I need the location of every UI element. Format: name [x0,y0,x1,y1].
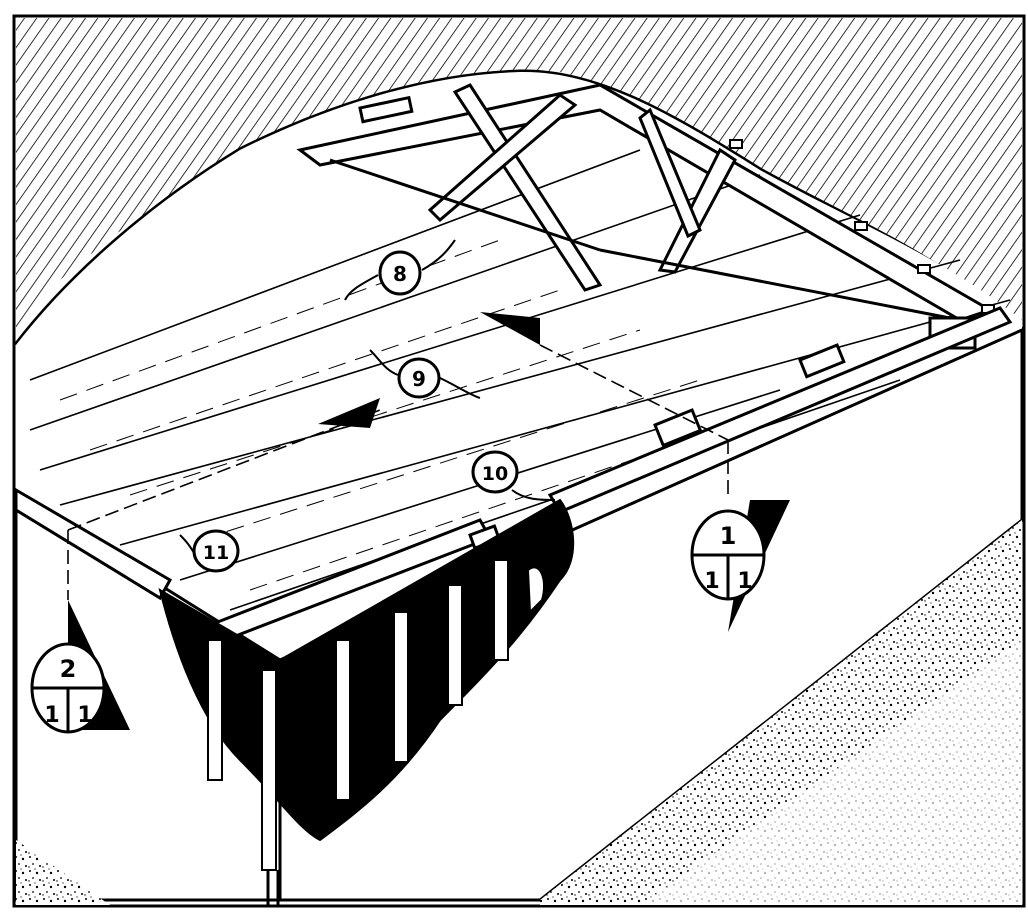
callout-11-label: 11 [203,542,229,564]
callout-11: 11 [192,529,240,573]
callout-10-label: 10 [482,463,508,485]
callout-10: 10 [471,450,519,494]
edge-trim [14,306,1013,644]
ground-stipple-left [16,840,110,905]
marker-1-bottom-left: 1 [704,569,719,594]
section-marker-2: 2 1 1 [30,600,130,734]
callout-8-label: 8 [393,262,407,286]
marker-2-bottom-left: 1 [44,703,59,728]
leader-10 [511,489,556,501]
leader-9 [369,349,481,399]
deck-surface [16,71,1022,660]
arrow-9 [318,398,380,428]
marker-2-bottom-right: 1 [77,703,92,728]
wall-studs [207,559,546,871]
left-wall [14,492,282,902]
truss-frame [296,83,994,350]
roof-hatch-area [16,18,1022,340]
callout-9-label: 9 [412,367,426,391]
marker-2-top: 2 [60,655,77,683]
deck-plank-dashes [59,239,721,591]
callout-8: 8 [378,250,422,296]
ground-white-patch [640,640,1022,905]
leader-8 [344,239,456,301]
section-cut-lines [67,344,729,600]
marker-1-top: 1 [720,522,737,550]
section-marker-1: 1 1 1 [690,500,790,632]
callout-9: 9 [397,357,441,399]
marker-1-bottom-right: 1 [737,569,752,594]
arrow-8 [480,312,540,345]
